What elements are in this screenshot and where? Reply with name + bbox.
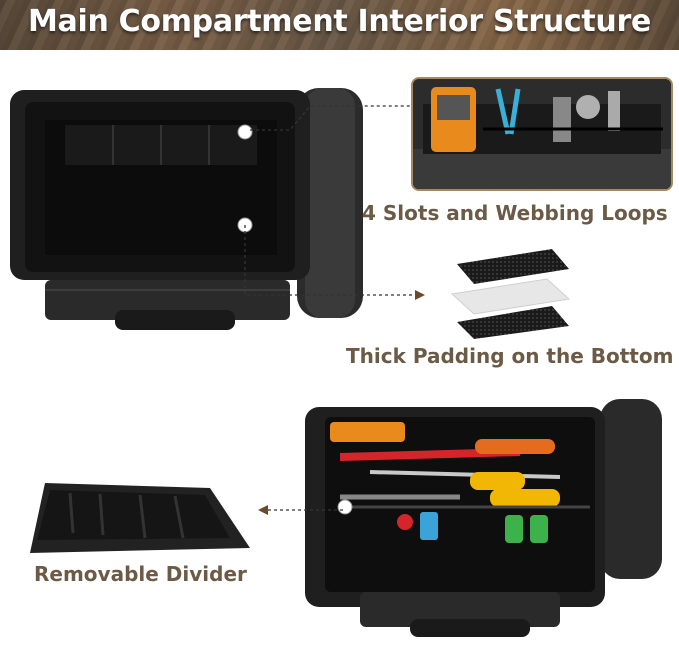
padding-layers-image (450, 249, 571, 339)
bag-open-empty-image (10, 88, 363, 330)
caption-slots: 4 Slots and Webbing Loops (362, 201, 668, 225)
caption-divider: Removable Divider (34, 562, 247, 586)
banner-texture (0, 0, 679, 50)
slots-closeup-image (411, 77, 673, 191)
page-title: Main Compartment Interior Structure (27, 4, 652, 39)
title-banner: Main Compartment Interior Structure (0, 0, 679, 50)
bag-with-tools-image (305, 399, 662, 637)
connector-slots (250, 105, 410, 131)
removable-divider-image (30, 483, 250, 553)
connector-padding (244, 225, 425, 300)
connector-divider (258, 505, 343, 515)
caption-padding: Thick Padding on the Bottom (346, 344, 674, 368)
